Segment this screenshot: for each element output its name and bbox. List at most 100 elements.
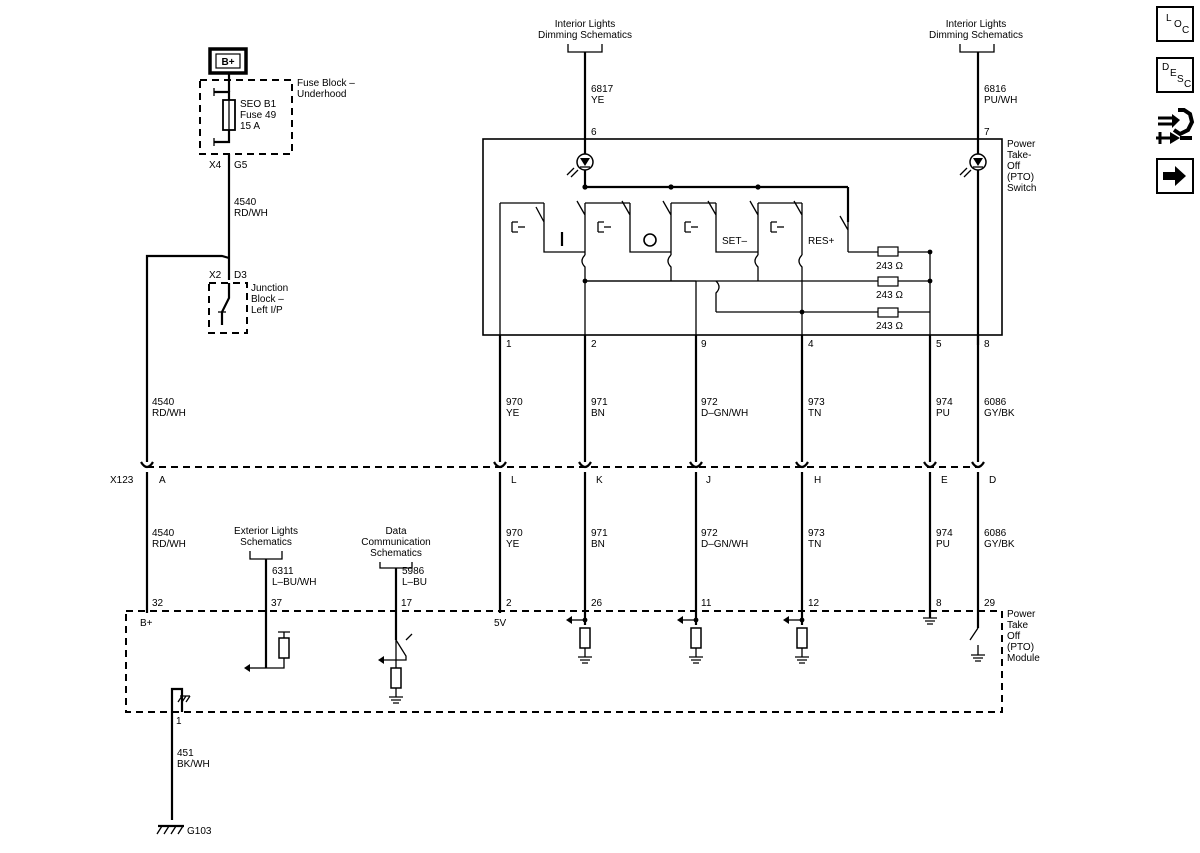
fuse-block-label: Fuse Block – Underhood	[297, 78, 355, 100]
resistor-ladder: 243 Ω 243 Ω 243 Ω	[582, 246, 933, 345]
wire-971-top: 971 BN	[591, 397, 608, 419]
location-button[interactable]: L O C	[1156, 6, 1194, 42]
junction-block-label: Junction Block – Left I/P	[251, 283, 288, 316]
svg-text:Left I/P: Left I/P	[251, 305, 283, 316]
svg-text:Schematics: Schematics	[240, 537, 292, 548]
module-pin-29: 29	[984, 598, 996, 609]
svg-text:4540: 4540	[152, 528, 175, 539]
resistor-2-label: 243 Ω	[876, 290, 903, 301]
connector-pin-d: D	[989, 475, 996, 486]
wire-973-top: 973 TN	[808, 397, 825, 419]
connector-pin-h: H	[814, 475, 821, 486]
svg-text:Dimming Schematics: Dimming Schematics	[538, 30, 632, 41]
desc-letter-d: D	[1162, 62, 1170, 73]
svg-text:D–GN/WH: D–GN/WH	[701, 408, 748, 419]
fuse-rating-label: SEO B1 Fuse 49 15 A	[240, 99, 277, 132]
desc-letter-s: S	[1177, 74, 1184, 85]
switch-res: RES+	[770, 200, 849, 255]
module-pin-1: 1	[176, 716, 182, 727]
svg-text:PU: PU	[936, 408, 950, 419]
wire-5986-label: 5986 L–BU	[402, 566, 427, 588]
wire-972-top: 972 D–GN/WH	[701, 397, 748, 419]
svg-text:6086: 6086	[984, 397, 1007, 408]
ground-g103-label: G103	[187, 826, 212, 837]
switch-pin-6: 6	[591, 127, 597, 138]
description-button[interactable]: D E S C	[1156, 57, 1194, 93]
next-arrow-button[interactable]	[1156, 158, 1194, 194]
switch-pin-2: 2	[591, 339, 597, 350]
resistor-3-label: 243 Ω	[876, 321, 903, 332]
pto-switch-box	[482, 138, 1003, 336]
connector-plug-icon[interactable]	[1154, 104, 1196, 148]
led-right	[959, 153, 987, 178]
svg-text:Off: Off	[1007, 161, 1020, 172]
svg-text:Junction: Junction	[251, 283, 288, 294]
switch-pin-9: 9	[701, 339, 707, 350]
connector-pin-j: J	[706, 475, 711, 486]
module-switch-6086	[969, 627, 985, 662]
svg-text:Communication: Communication	[361, 537, 430, 548]
switch-pin-4: 4	[808, 339, 814, 350]
interior-lights-right: Interior Lights Dimming Schematics	[929, 19, 1023, 53]
svg-text:Interior Lights: Interior Lights	[555, 19, 616, 30]
module-pin-12: 12	[808, 598, 820, 609]
junction-d3: D3	[234, 270, 247, 281]
svg-text:PU/WH: PU/WH	[984, 95, 1017, 106]
pto-module-box	[125, 610, 1003, 713]
svg-text:Block –: Block –	[251, 294, 284, 305]
svg-text:15 A: 15 A	[240, 121, 260, 132]
module-pin-26: 26	[591, 598, 603, 609]
wire-970-top: 970 YE	[506, 397, 523, 419]
desc-letter-e: E	[1170, 68, 1177, 79]
loc-letter-o: O	[1174, 19, 1182, 30]
svg-text:L–BU: L–BU	[402, 577, 427, 588]
svg-text:974: 974	[936, 397, 953, 408]
wire-451-label: 451 BK/WH	[177, 748, 210, 770]
desc-letter-c: C	[1184, 79, 1192, 90]
fuse-block-underhood	[199, 79, 293, 155]
svg-text:4540: 4540	[234, 197, 257, 208]
connector-x123-label: X123	[110, 475, 134, 486]
module-input-972	[677, 616, 703, 664]
resistor-1-label: 243 Ω	[876, 261, 903, 272]
module-exterior-output	[244, 631, 290, 672]
switch-res-label: RES+	[808, 236, 835, 247]
svg-text:6817: 6817	[591, 84, 614, 95]
module-5v: 5V	[494, 618, 507, 629]
switch-on	[511, 200, 586, 255]
svg-text:SEO B1: SEO B1	[240, 99, 277, 110]
svg-text:6086: 6086	[984, 528, 1007, 539]
wire-6086-top: 6086 GY/BK	[984, 397, 1015, 419]
module-pin-2: 2	[506, 598, 512, 609]
module-pin-37: 37	[271, 598, 283, 609]
svg-text:BK/WH: BK/WH	[177, 759, 210, 770]
svg-text:972: 972	[701, 528, 718, 539]
bplus-label: B+	[221, 57, 234, 68]
svg-text:971: 971	[591, 397, 608, 408]
module-pin-32: 32	[152, 598, 164, 609]
svg-text:YE: YE	[506, 539, 520, 550]
svg-text:970: 970	[506, 397, 523, 408]
module-ground-974	[923, 617, 937, 625]
switch-pin-7: 7	[984, 127, 990, 138]
connector-pin-l: L	[511, 475, 517, 486]
module-bplus: B+	[140, 618, 153, 629]
pto-switch-label: Power Take- Off (PTO) Switch	[1007, 139, 1036, 194]
fuse-g5: G5	[234, 160, 248, 171]
wire-4540-top-label: 4540 RD/WH	[234, 197, 268, 219]
svg-text:972: 972	[701, 397, 718, 408]
wire-4540-mid-label: 4540 RD/WH	[152, 397, 186, 419]
wire-974-bottom: 974 PU	[936, 528, 953, 550]
led-left	[566, 153, 594, 178]
svg-text:451: 451	[177, 748, 194, 759]
svg-text:973: 973	[808, 397, 825, 408]
switch-pin-5: 5	[936, 339, 942, 350]
connector-pin-e: E	[941, 475, 948, 486]
svg-text:(PTO): (PTO)	[1007, 642, 1034, 653]
svg-text:Off: Off	[1007, 631, 1020, 642]
wire-971-bottom: 971 BN	[591, 528, 608, 550]
data-comm-ref: Data Communication Schematics	[361, 526, 431, 569]
wire-6311-label: 6311 L–BU/WH	[272, 566, 316, 588]
svg-text:Power: Power	[1007, 139, 1036, 150]
